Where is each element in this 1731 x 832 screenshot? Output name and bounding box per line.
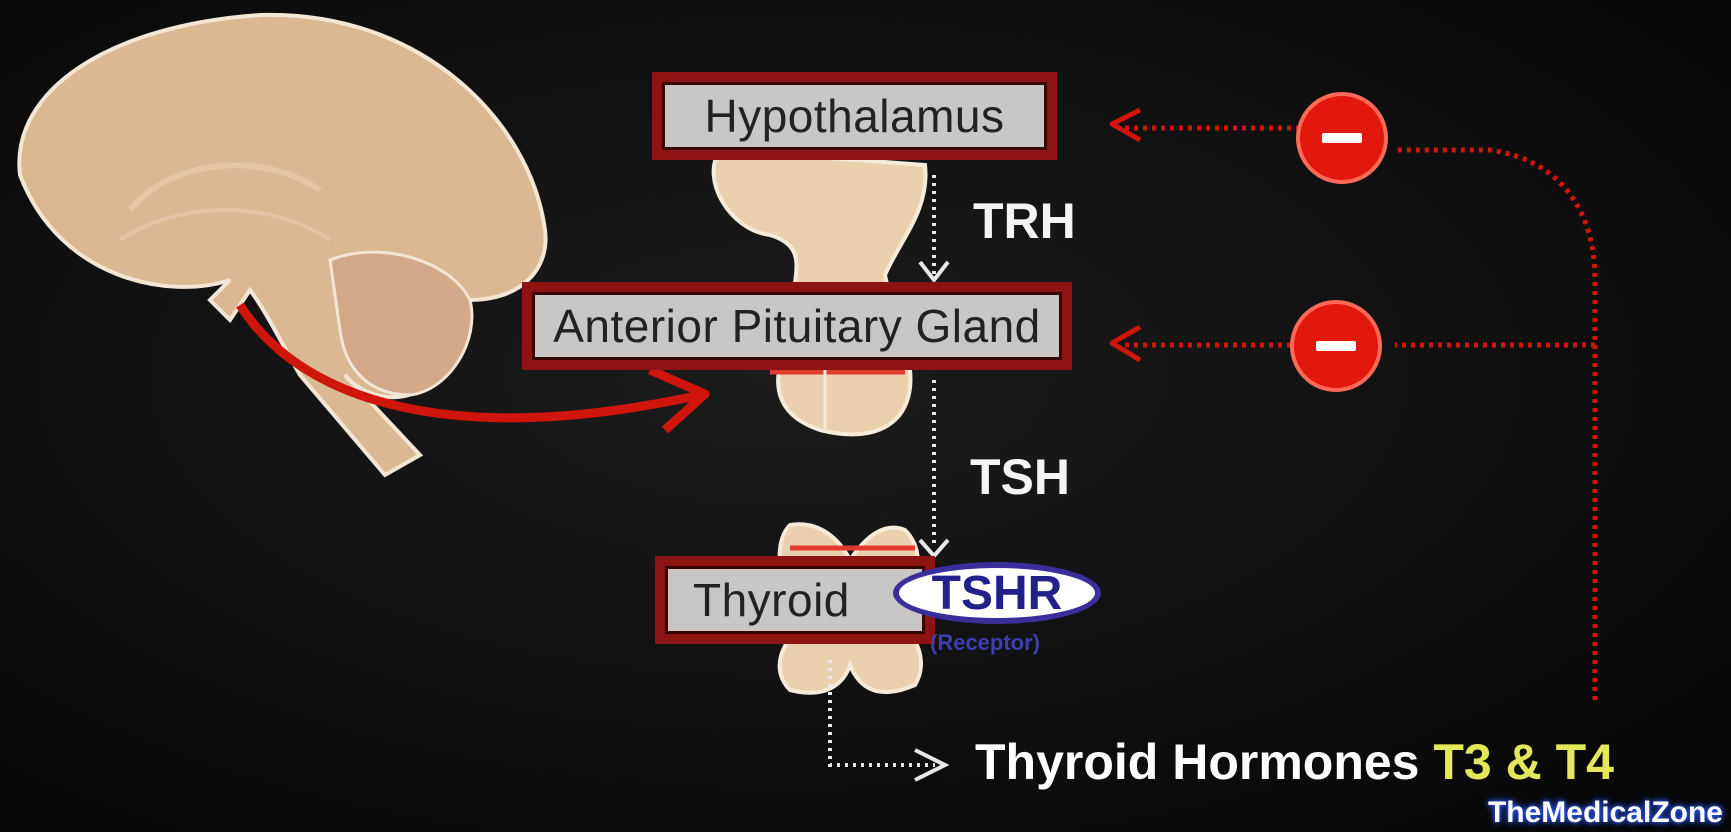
thyroid-hormones-output: Thyroid Hormones T3 & T4: [975, 733, 1614, 791]
thyroid-text: Thyroid: [693, 573, 850, 627]
tshr-receptor-badge: TSHR: [893, 562, 1101, 624]
thyroid-label: Thyroid: [655, 556, 935, 644]
minus-icon: [1316, 341, 1356, 351]
minus-circle-icon: [1296, 92, 1388, 184]
hypothalamus-text: Hypothalamus: [704, 89, 1004, 143]
trh-label: TRH: [973, 192, 1076, 250]
tsh-label: TSH: [970, 448, 1070, 506]
output-hormones: T3 & T4: [1433, 734, 1614, 790]
brain-illustration: [19, 15, 705, 475]
anterior-pituitary-text: Anterior Pituitary Gland: [553, 299, 1041, 353]
feedback-lines: [1125, 128, 1595, 700]
anterior-pituitary-label: Anterior Pituitary Gland: [522, 282, 1072, 370]
feedback-arrow-heads: [1112, 110, 1140, 360]
minus-icon: [1322, 133, 1362, 143]
output-prefix: Thyroid Hormones: [975, 734, 1419, 790]
receptor-caption: (Receptor): [930, 630, 1040, 656]
tshr-text: TSHR: [932, 566, 1063, 621]
minus-circle-icon: [1290, 300, 1382, 392]
watermark-logo: TheMedicalZone: [1488, 796, 1723, 830]
hypothalamus-label: Hypothalamus: [652, 72, 1057, 160]
